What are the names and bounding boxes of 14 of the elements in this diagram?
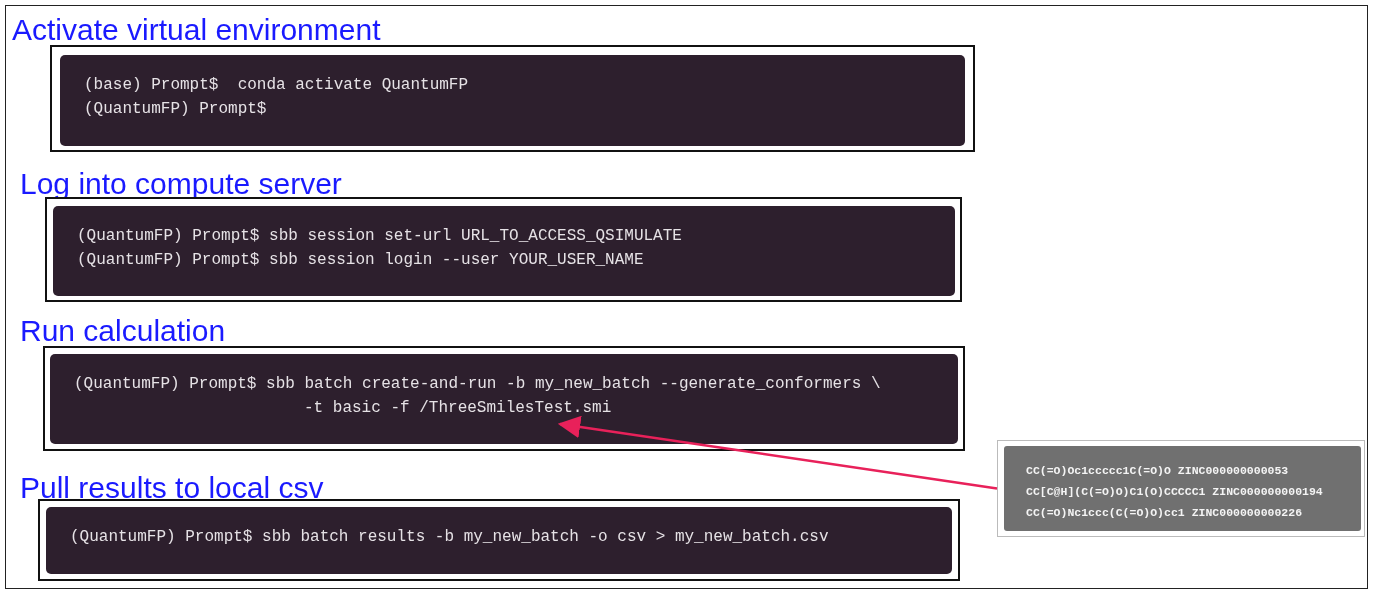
command-line: (QuantumFP) Prompt$ <box>84 99 267 120</box>
arrow <box>557 415 998 490</box>
command-line: (base) Prompt$ conda activate QuantumFP <box>84 75 469 96</box>
command-line: (QuantumFP) Prompt$ sbb batch results -b my_new_batch -o csv > my_new_batch.csv <box>70 527 829 548</box>
step-heading: Pull results to local csv <box>20 472 324 504</box>
step-heading: Activate virtual environment <box>12 14 381 46</box>
command-line: (QuantumFP) Prompt$ sbb session login --user YOUR_USER_NAME <box>77 250 644 271</box>
command-line: (QuantumFP) Prompt$ sbb session set-url URL_TO_ACCESS_QSIMULATE <box>77 226 682 247</box>
step-heading: Run calculation <box>20 315 226 347</box>
command-line: (QuantumFP) Prompt$ sbb batch create-and-run -b my_new_batch --generate_conformers \ <box>74 374 881 395</box>
command-line: -t basic -f /ThreeSmilesTest.smi <box>304 398 612 419</box>
smiles-line: CC(=O)Oc1ccccc1C(=O)O ZINC000000000053 <box>1026 463 1289 479</box>
smiles-line: CC(=O)Nc1ccc(C(=O)O)cc1 ZINC000000000226 <box>1026 505 1303 521</box>
smiles-line: CC[C@H](C(=O)O)C1(O)CCCCC1 ZINC000000000194 <box>1026 484 1323 500</box>
